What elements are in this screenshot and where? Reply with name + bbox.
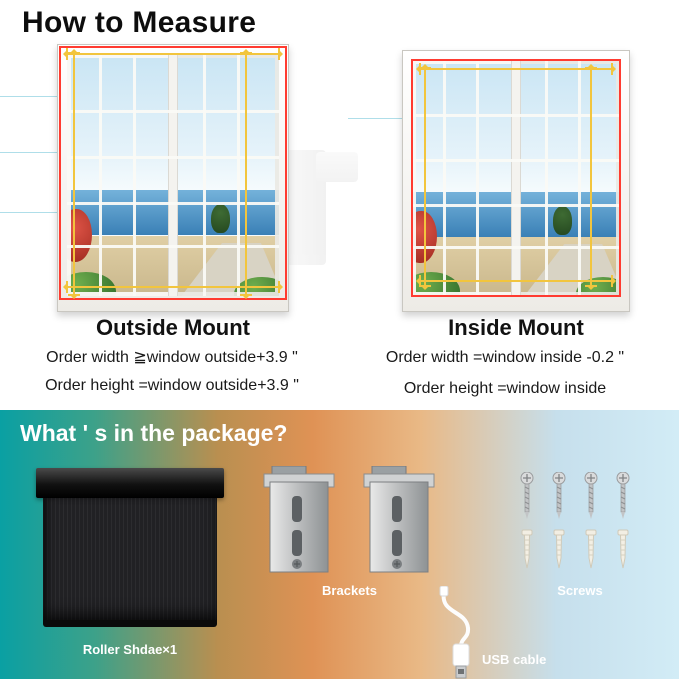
muntin xyxy=(412,114,620,118)
width-measure-arrow xyxy=(416,275,616,287)
height-measure-arrow xyxy=(240,49,252,299)
muntin xyxy=(202,54,206,296)
muntin xyxy=(67,155,279,159)
muntin xyxy=(443,60,447,296)
muntin xyxy=(412,159,620,163)
muntin xyxy=(67,245,279,249)
window-glass xyxy=(67,54,279,296)
width-measure-arrow xyxy=(63,48,283,60)
page-title: How to Measure xyxy=(22,6,257,39)
package-section: What ' s in the package? Roller Shdae×1 xyxy=(0,410,679,679)
height-measure-arrow xyxy=(68,49,80,299)
roller-shade-image xyxy=(36,468,224,630)
tree xyxy=(553,206,573,235)
bracket-icon xyxy=(363,466,435,573)
screws-label: Screws xyxy=(557,583,603,598)
inside-height-rule: Order height =window inside xyxy=(403,380,607,397)
measure-outline xyxy=(411,59,621,297)
muntin xyxy=(476,60,480,296)
guide-line xyxy=(348,118,402,119)
usb-cable-icon xyxy=(439,586,471,679)
guide-line xyxy=(0,152,57,153)
width-measure-arrow xyxy=(416,63,616,75)
roller-shade-label: Roller Shdae×1 xyxy=(82,642,178,657)
guide-line xyxy=(0,96,57,97)
package-title: What ' s in the package? xyxy=(20,420,288,446)
shade-fabric xyxy=(43,498,217,620)
bracket-watermark xyxy=(286,150,358,265)
measure-section: How to Measure xyxy=(0,6,630,397)
outside-mount-window xyxy=(57,44,289,312)
muntin xyxy=(545,60,549,296)
muntin xyxy=(412,203,620,207)
bush xyxy=(412,272,460,296)
muntin xyxy=(132,54,136,296)
screws-icon xyxy=(520,472,630,569)
bracket-icon xyxy=(263,466,335,573)
watermark-shape xyxy=(316,152,358,182)
measure-outline xyxy=(59,46,287,300)
muntin xyxy=(236,54,240,296)
muntin xyxy=(67,109,279,113)
height-measure-arrow xyxy=(419,64,431,290)
muntin xyxy=(578,60,582,296)
watermark-shape xyxy=(286,150,326,265)
brackets-label: Brackets xyxy=(322,583,377,598)
tree xyxy=(211,204,231,234)
inside-mount-label: Inside Mount xyxy=(448,315,584,340)
usb-cable-label: USB cable xyxy=(482,652,547,667)
height-measure-arrow xyxy=(585,64,597,290)
inside-mount-window xyxy=(402,50,630,312)
outside-mount-label: Outside Mount xyxy=(96,315,250,340)
muntin xyxy=(98,54,102,296)
muntin xyxy=(412,246,620,250)
window-glass xyxy=(412,60,620,296)
width-measure-arrow xyxy=(63,281,283,293)
center-mullion xyxy=(168,54,178,296)
inside-width-rule: Order width =window inside -0.2 " xyxy=(385,349,625,366)
guide-line xyxy=(0,212,57,213)
shade-cassette xyxy=(36,468,224,498)
muntin xyxy=(67,201,279,205)
shade-bottom-rail xyxy=(43,620,217,627)
outside-height-rule: Order height =window outside+3.9 " xyxy=(45,377,299,394)
outside-width-rule: Order width ≧window outside+3.9 " xyxy=(46,349,298,366)
center-mullion xyxy=(511,60,521,296)
